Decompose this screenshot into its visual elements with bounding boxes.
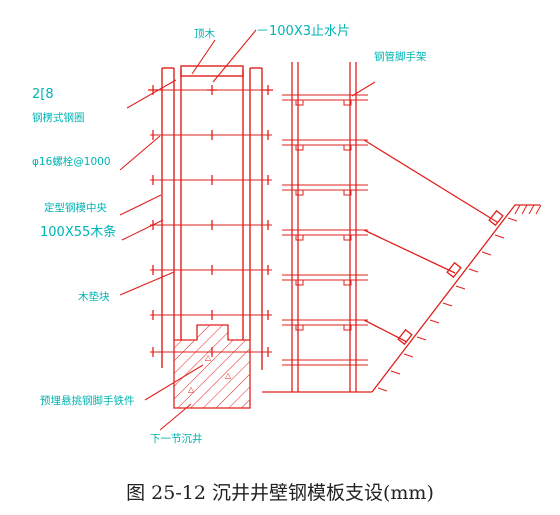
- label-timber: 100X55木条: [40, 224, 116, 240]
- leader-lines: [119, 29, 376, 431]
- ground-and-braces: [262, 139, 542, 393]
- figure-caption: 图 25-12 沉井井壁钢模板支设(mm): [126, 482, 434, 504]
- label-bolt: φ16螺栓@1000: [32, 155, 111, 168]
- label-wood-pad: 木垫块: [78, 290, 110, 303]
- formwork-frame: [161, 65, 263, 370]
- label-next-section: 下一节沉井: [150, 432, 203, 445]
- svg-text:△: △: [188, 385, 195, 394]
- next-section-block: △ △ △: [173, 324, 251, 409]
- label-waterstop: －100X3止水片: [256, 24, 350, 39]
- label-embedded: 预埋悬挑钢脚手铁件: [40, 394, 135, 407]
- label-channel-ring: 钢楞式钢圈: [32, 111, 85, 124]
- label-channel: 2[8: [32, 87, 54, 102]
- scaffold-tubes: [282, 62, 368, 392]
- svg-text:△: △: [205, 353, 212, 362]
- label-scaffold: 钢管脚手架: [374, 50, 427, 63]
- bolt-rows: [148, 85, 273, 357]
- label-form-center: 定型钢模中央: [44, 201, 107, 214]
- svg-text:△: △: [225, 371, 232, 380]
- label-top-wood: 顶木: [194, 28, 215, 40]
